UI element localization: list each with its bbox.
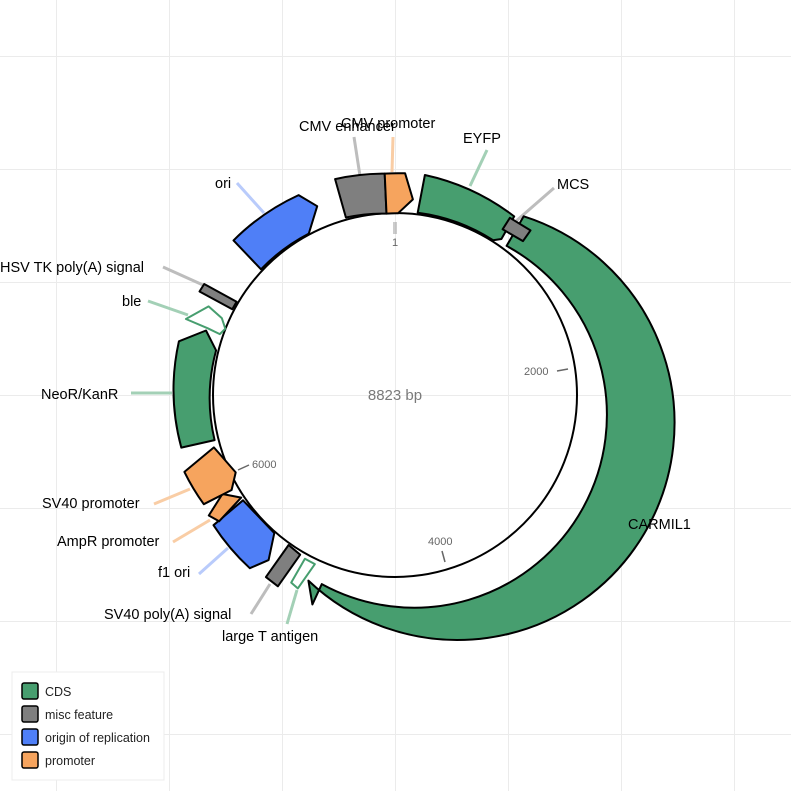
label-sv40-polya: SV40 poly(A) signal [104, 607, 231, 623]
label-eyfp: EYFP [463, 131, 501, 147]
leader-line-f1-ori [197, 546, 230, 576]
label-carmil1: CARMIL1 [628, 517, 691, 533]
scale-tick-2000: 2000 [524, 366, 569, 378]
leader-line-ori [235, 181, 266, 215]
legend-item-origin-of-replication: origin of replication [21, 728, 150, 746]
feature-f1-ori [212, 499, 276, 570]
label-mcs: MCS [557, 177, 589, 193]
feature-labels: CMV enhancer CMV promoter EYFP MCS CARMI… [0, 116, 691, 645]
legend-swatch-misc-feature [21, 705, 39, 723]
feature-large-t-antigen [290, 557, 316, 590]
label-neor-kanr: NeoR/KanR [41, 387, 118, 403]
legend-label-cds: CDS [45, 685, 71, 699]
legend-swatch-promoter [21, 751, 39, 769]
feature-carmil1 [307, 215, 676, 641]
leader-line-large-t [285, 589, 299, 625]
leader-line-cmv-promoter [390, 136, 395, 173]
label-cmv-enhancer: CMV enhancer [299, 119, 396, 135]
leader-line-ble [147, 299, 189, 317]
legend-label-promoter: promoter [45, 754, 95, 768]
label-ori: ori [215, 176, 231, 192]
feature-cmv-enhancer [334, 172, 388, 219]
leader-line-sv40-promoter [153, 487, 191, 506]
leader-line-hsv-tk [162, 265, 204, 287]
feature-ori [232, 194, 319, 271]
legend-label-misc-feature: misc feature [45, 708, 113, 722]
leader-line-sv40-polya [249, 583, 272, 615]
tick-label-6000: 6000 [252, 459, 276, 471]
leader-line-eyfp [468, 149, 489, 187]
feature-neor-kanr [172, 329, 218, 449]
label-large-t-antigen: large T antigen [222, 629, 318, 645]
feature-cmv-promoter [383, 172, 414, 215]
legend-label-origin-of-replication: origin of replication [45, 731, 150, 745]
feature-ble [184, 305, 227, 336]
feature-sv40-polya [264, 544, 302, 588]
label-cmv-promoter: CMV promoter [341, 116, 435, 132]
feature-mcs [501, 216, 532, 243]
leader-line-cmv-enhancer [352, 136, 362, 177]
center-length-label: 8823 bp [368, 387, 422, 404]
label-sv40-promoter: SV40 promoter [42, 496, 140, 512]
feature-shapes [172, 172, 676, 641]
feature-ampr-promoter [207, 493, 243, 523]
scale-tick-6000: 6000 [237, 459, 276, 471]
scale-tick-4000: 4000 [428, 536, 452, 563]
legend-item-misc-feature: misc feature [21, 705, 113, 723]
legend-swatch-origin-of-replication [21, 728, 39, 746]
feature-hsv-tk-polya [198, 283, 238, 311]
feature-sv40-promoter [183, 446, 237, 506]
label-ampr-promoter: AmpR promoter [57, 534, 160, 550]
origin-marker: 1 [392, 222, 398, 249]
tick-label-4000: 4000 [428, 536, 452, 548]
legend-item-cds: CDS [21, 682, 71, 700]
label-hsv-tk-polya: HSV TK poly(A) signal [0, 260, 144, 276]
legend-swatch-cds [21, 682, 39, 700]
leader-line-ampr-promoter [172, 518, 211, 544]
leader-line-mcs [514, 186, 555, 224]
label-f1-ori: f1 ori [158, 565, 190, 581]
label-ble: ble [122, 294, 141, 310]
tick-label-2000: 2000 [524, 366, 548, 378]
feature-eyfp [416, 174, 516, 242]
legend-item-promoter: promoter [21, 751, 95, 769]
legend: CDS misc feature origin of replication p… [11, 671, 165, 781]
origin-label: 1 [392, 237, 398, 249]
